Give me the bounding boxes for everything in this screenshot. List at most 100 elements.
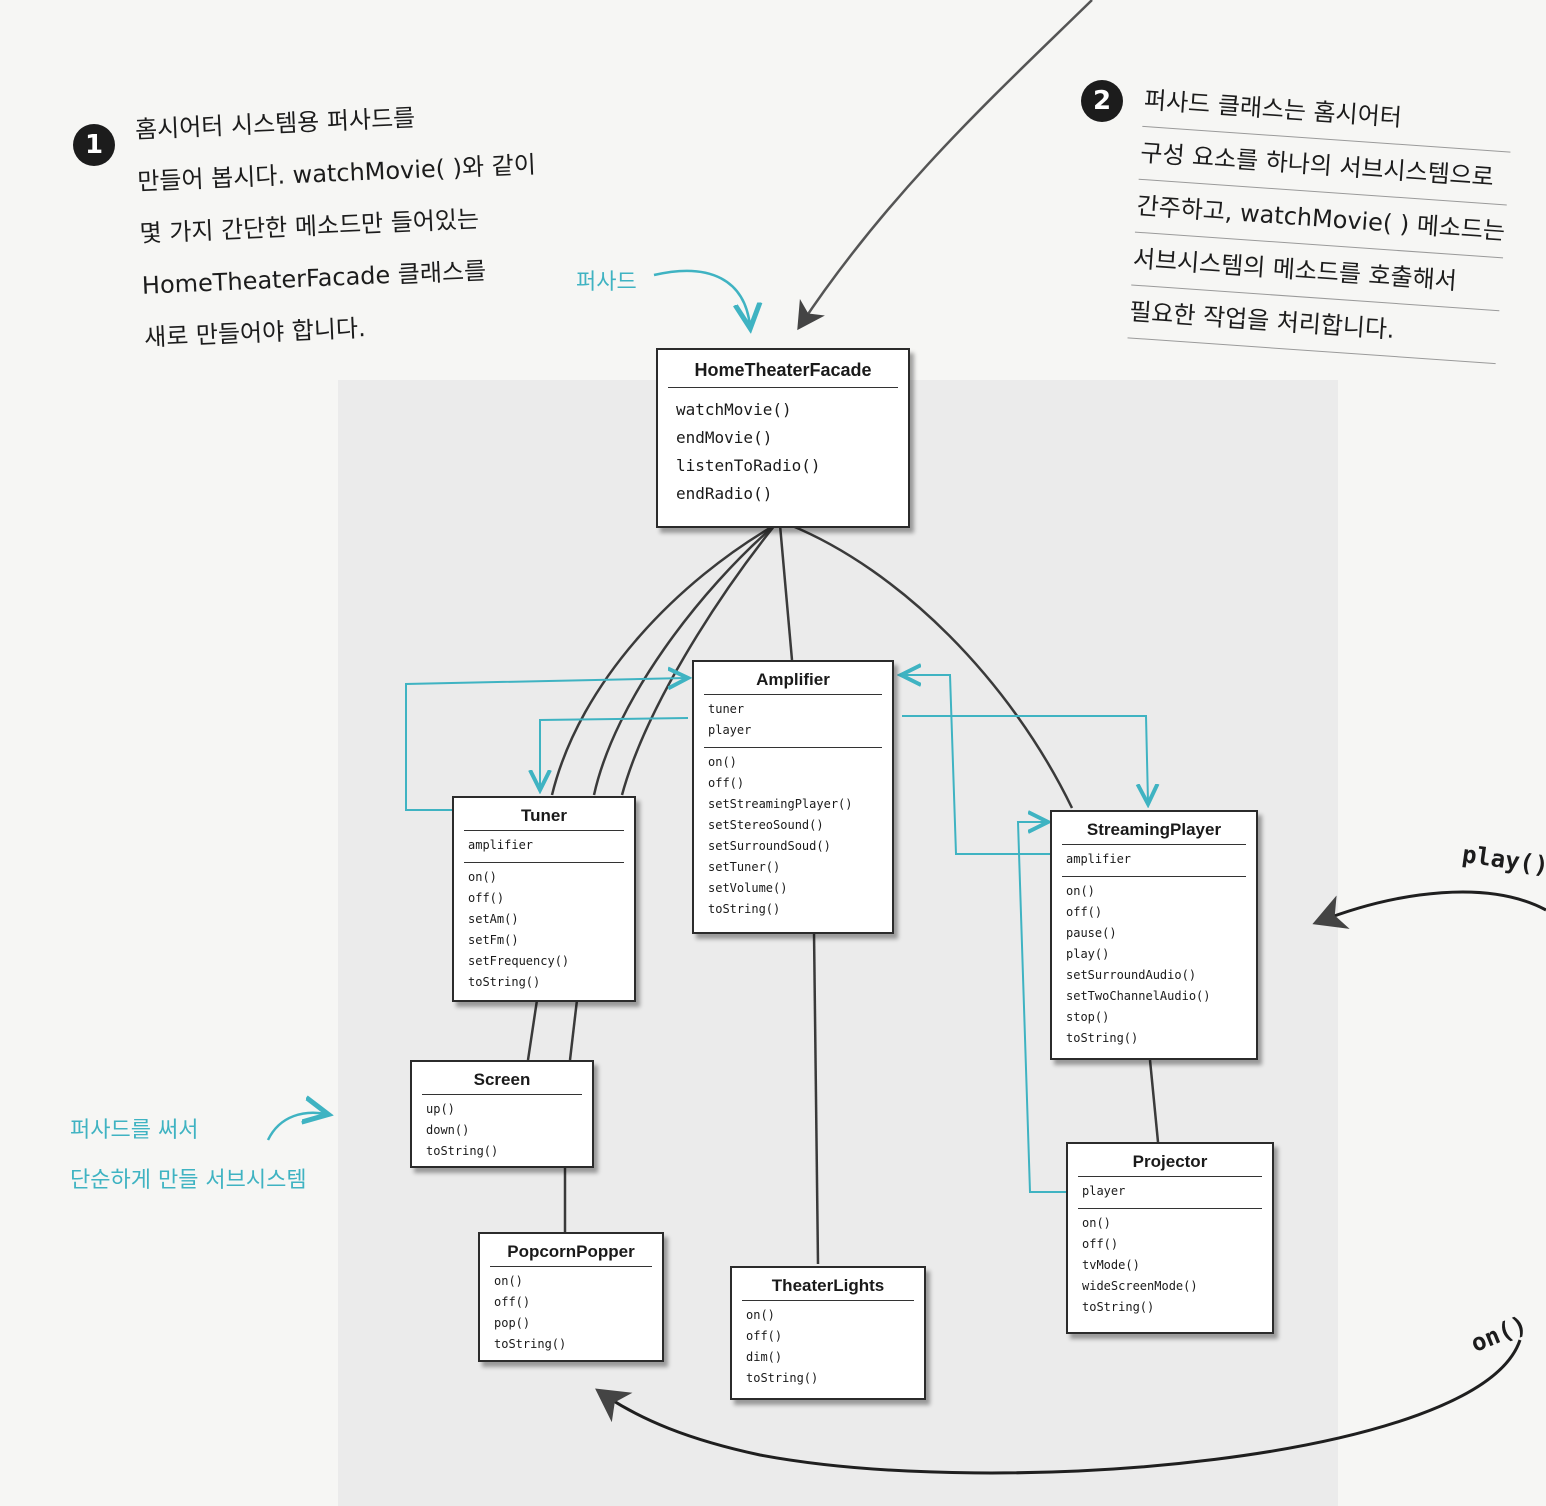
- method: toString(): [746, 1371, 819, 1385]
- method: toString(): [426, 1144, 499, 1158]
- assoc-projector-player: [1016, 822, 1066, 1193]
- method: wideScreenMode(): [1082, 1279, 1198, 1293]
- method: setStreamingPlayer(): [708, 797, 853, 811]
- method: on(): [708, 755, 737, 769]
- method: dim(): [746, 1350, 783, 1364]
- class-name: Screen: [422, 1062, 582, 1095]
- note-facade-arrow: [653, 269, 750, 326]
- class-screen: Screen up() down() toString(): [410, 1060, 594, 1168]
- class-name: Amplifier: [704, 662, 882, 695]
- class-name: Tuner: [464, 798, 624, 831]
- class-methods: on() off() pop() toString(): [480, 1267, 662, 1359]
- class-streaming-player: StreamingPlayer amplifier on() off() pau…: [1050, 810, 1258, 1060]
- method: down(): [426, 1123, 470, 1137]
- method: setAm(): [468, 912, 519, 926]
- note-subsystem-arrow: [266, 1113, 326, 1141]
- class-name: StreamingPlayer: [1062, 812, 1246, 845]
- class-theater-lights: TheaterLights on() off() dim() toString(…: [730, 1266, 926, 1400]
- method: stop(): [1066, 1010, 1110, 1024]
- method: endMovie(): [676, 428, 773, 447]
- assoc-amplifier-player: [902, 715, 1148, 802]
- method: toString(): [708, 902, 781, 916]
- method: setSurroundAudio(): [1066, 968, 1197, 982]
- class-attributes: player: [1078, 1177, 1262, 1209]
- class-attributes: tuner player: [704, 695, 882, 748]
- class-name: TheaterLights: [742, 1268, 914, 1301]
- method: on(): [746, 1308, 775, 1322]
- class-methods: on() off() setStreamingPlayer() setStere…: [694, 748, 892, 924]
- subsystem-note-line: 단순하게 만들 서브시스템: [70, 1168, 307, 1193]
- method: toString(): [494, 1337, 567, 1351]
- class-name: Projector: [1078, 1144, 1262, 1177]
- method: setStereoSound(): [708, 818, 824, 832]
- link-tuner-screen-1: [526, 999, 539, 1061]
- method: off(): [1066, 905, 1103, 919]
- callout-1: 홈시어터 시스템용 퍼사드를 만들어 봅시다. watchMovie( )와 같…: [134, 87, 544, 364]
- method: off(): [708, 776, 745, 790]
- class-methods: watchMovie() endMovie() listenToRadio() …: [658, 388, 908, 516]
- method: setTuner(): [708, 860, 781, 874]
- link-facade-tuner-3: [620, 524, 776, 796]
- link-player-projector: [1148, 1059, 1160, 1143]
- attribute: amplifier: [468, 838, 534, 852]
- method: on(): [494, 1274, 523, 1288]
- method: tvMode(): [1082, 1258, 1140, 1272]
- method: setVolume(): [708, 881, 788, 895]
- class-attributes: amplifier: [1062, 845, 1246, 877]
- class-methods: on() off() dim() toString(): [732, 1301, 924, 1393]
- link-tuner-screen-2: [568, 999, 579, 1061]
- attribute: amplifier: [1066, 852, 1132, 866]
- method: setFrequency(): [468, 954, 570, 968]
- link-facade-tuner-1: [550, 523, 776, 796]
- link-amplifier-lights: [812, 931, 820, 1265]
- link-facade-streaming-player: [789, 523, 1074, 809]
- assoc-player-amplifier: [903, 675, 1050, 855]
- method: off(): [746, 1329, 783, 1343]
- play-arrow: [1312, 890, 1546, 929]
- method: setTwoChannelAudio(): [1066, 989, 1211, 1003]
- attribute: player: [708, 723, 752, 737]
- method: toString(): [1066, 1031, 1139, 1045]
- class-name: PopcornPopper: [490, 1234, 652, 1267]
- method: off(): [468, 891, 505, 905]
- method: pause(): [1066, 926, 1117, 940]
- class-methods: on() off() setAm() setFm() setFrequency(…: [454, 863, 634, 997]
- facade-note: 퍼사드: [576, 270, 637, 295]
- class-methods: on() off() tvMode() wideScreenMode() toS…: [1068, 1209, 1272, 1322]
- method: setSurroundSoud(): [708, 839, 831, 853]
- link-facade-tuner-2: [592, 524, 776, 796]
- class-popcorn-popper: PopcornPopper on() off() pop() toString(…: [478, 1232, 664, 1362]
- attribute: tuner: [708, 702, 745, 716]
- link-facade-amplifier: [778, 524, 794, 661]
- class-methods: on() off() pause() play() setSurroundAud…: [1052, 877, 1256, 1053]
- class-attributes: amplifier: [464, 831, 624, 863]
- method: on(): [468, 870, 497, 884]
- assoc-tuner-amplifier: [405, 678, 686, 811]
- method: on(): [1066, 884, 1095, 898]
- class-methods: up() down() toString(): [412, 1095, 592, 1166]
- subsystem-note: 퍼사드를 써서 단순하게 만들 서브시스템: [70, 1106, 307, 1206]
- method: on(): [1082, 1216, 1111, 1230]
- class-home-theater-facade: HomeTheaterFacade watchMovie() endMovie(…: [656, 348, 910, 528]
- method: up(): [426, 1102, 455, 1116]
- class-tuner: Tuner amplifier on() off() setAm() setFm…: [452, 796, 636, 1002]
- assoc-amplifier-tuner: [540, 717, 689, 788]
- method: endRadio(): [676, 484, 773, 503]
- method: listenToRadio(): [676, 456, 821, 475]
- class-name: HomeTheaterFacade: [668, 350, 898, 388]
- method: toString(): [468, 975, 541, 989]
- method: off(): [1082, 1237, 1119, 1251]
- class-projector: Projector player on() off() tvMode() wid…: [1066, 1142, 1274, 1334]
- method: watchMovie(): [676, 400, 792, 419]
- method: play(): [1066, 947, 1110, 961]
- method: off(): [494, 1295, 531, 1309]
- class-amplifier: Amplifier tuner player on() off() setStr…: [692, 660, 894, 934]
- attribute: player: [1082, 1184, 1126, 1198]
- callout2-arrow: [797, 0, 1093, 331]
- method: setFm(): [468, 933, 519, 947]
- callout-1-number: 1: [73, 124, 115, 166]
- on-arrow: [595, 1339, 1522, 1475]
- subsystem-note-line: 퍼사드를 써서: [70, 1118, 199, 1143]
